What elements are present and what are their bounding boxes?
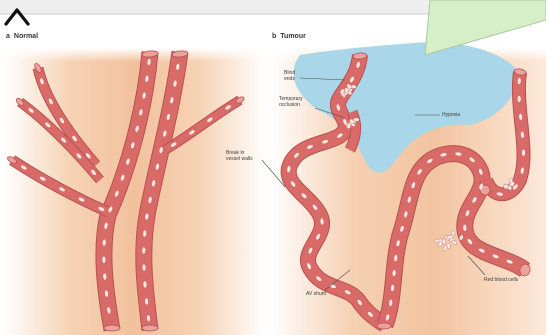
label-blind-ends: Blind ends: [284, 70, 295, 82]
panel-a-top-fade: [4, 48, 266, 62]
occlusion-cell-cluster: [354, 117, 360, 121]
panel-a-title: a Normal: [6, 33, 38, 40]
top-header-strip: [0, 0, 430, 14]
panel-b-letter: b: [272, 33, 276, 40]
label-av-shunt: AV shunt: [306, 291, 326, 297]
callout-bubble: [425, 0, 546, 55]
label-temporary-occlusion: Temporary occlusion: [279, 96, 303, 108]
vessel-end-cap: [142, 325, 158, 331]
vessel-end-cap: [104, 325, 120, 331]
label-red-blood-cells: Red blood cells: [484, 277, 518, 283]
panel-b-title-text: Tumour: [280, 33, 306, 40]
blind-end-cell-cluster: [503, 184, 509, 188]
panel-a-letter: a: [6, 33, 10, 40]
panel-a-title-text: Normal: [14, 33, 38, 40]
label-hypoxia: Hypoxia: [442, 112, 460, 118]
panel-b-title: b Tumour: [272, 33, 306, 40]
vessel-end-cap: [377, 323, 391, 329]
label-break-in-vessel-walls: Break in vessel walls: [226, 150, 253, 162]
